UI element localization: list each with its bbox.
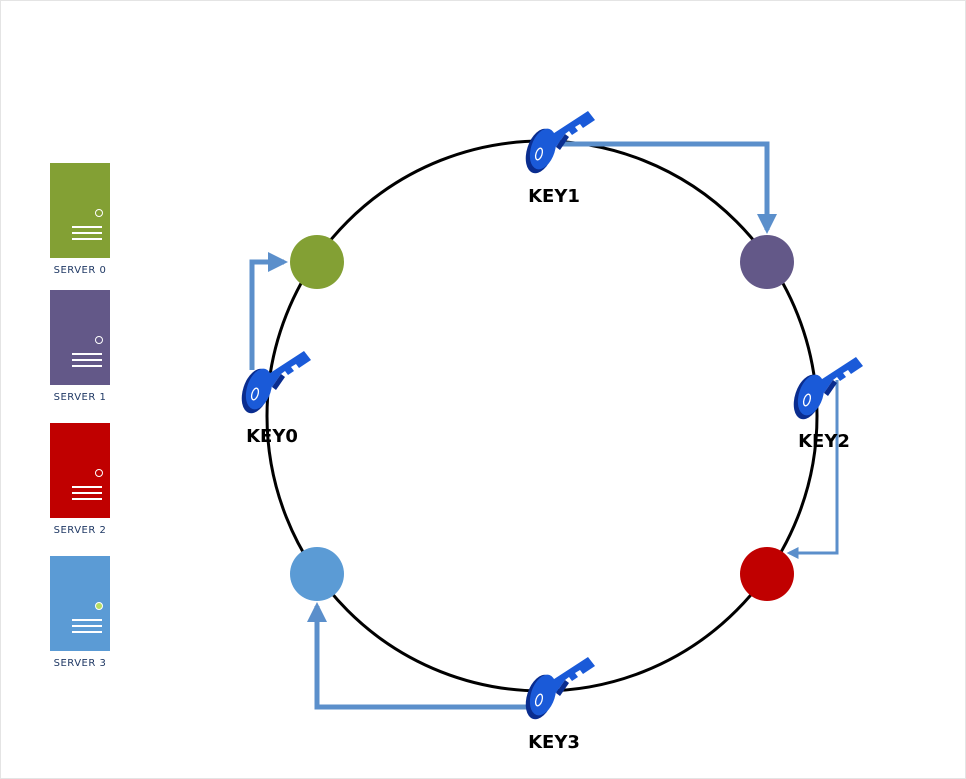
arrow-key0-to-server0 (249, 252, 288, 370)
key-label-1: KEY1 (528, 186, 580, 207)
server-label: SERVER 1 (53, 392, 107, 403)
server-label: SERVER 3 (53, 658, 107, 669)
key-label-2: KEY2 (798, 431, 850, 452)
server-led (95, 336, 103, 344)
arrow-key1-to-server1 (558, 141, 777, 234)
server-led (95, 209, 103, 217)
server-led (95, 602, 103, 610)
server-icon (50, 423, 110, 518)
server-icon (50, 290, 110, 385)
legend-server-3: SERVER 3 (50, 556, 110, 669)
key-icon (787, 356, 864, 424)
server-node-3 (290, 547, 344, 601)
legend-server-1: SERVER 1 (50, 290, 110, 403)
legend-server-2: SERVER 2 (50, 423, 110, 536)
arrow-key3-to-server3 (307, 602, 527, 710)
server-node-2 (740, 547, 794, 601)
legend-server-0: SERVER 0 (50, 163, 110, 276)
server-icon (50, 556, 110, 651)
server-node-0 (290, 235, 344, 289)
server-led (95, 469, 103, 477)
key-icon (519, 656, 596, 724)
hash-ring (265, 139, 819, 693)
server-icon (50, 163, 110, 258)
arrow-key2-to-server2 (786, 380, 839, 559)
server-label: SERVER 0 (53, 265, 107, 276)
key-label-0: KEY0 (246, 426, 298, 447)
server-node-1 (740, 235, 794, 289)
server-label: SERVER 2 (53, 525, 107, 536)
key-label-3: KEY3 (528, 732, 580, 753)
